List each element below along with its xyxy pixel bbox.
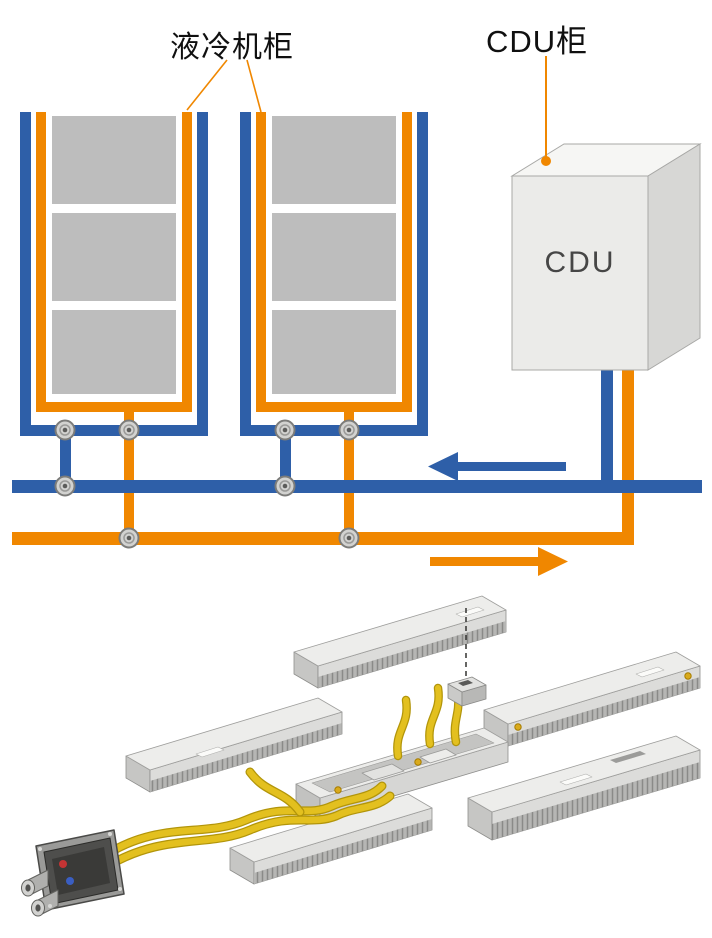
cabinet2-return-drop-pipe	[280, 430, 291, 490]
label-cdu-cabinet: CDU柜	[486, 24, 589, 59]
cabinet1-supply-drop-pipe	[124, 406, 134, 546]
cabinet-callout-lines	[186, 59, 262, 113]
cdu-supply-riser-pipe	[622, 366, 634, 545]
cabinet1-return-drop-pipe	[60, 430, 71, 490]
heatsink-fins	[254, 819, 432, 884]
cdu-box-front-face	[511, 175, 649, 371]
piping-schematic: CDU	[12, 56, 702, 576]
cabinet2-orange-loop-bottom	[256, 402, 412, 412]
cabinet1-blue-loop-right	[197, 112, 208, 436]
tray-component	[419, 748, 457, 764]
cold-port-marker	[66, 877, 74, 885]
cabinet2-blue-loop-bottom	[240, 425, 428, 436]
cdu-box-right-face	[647, 143, 701, 371]
hose-barb-fitting	[21, 869, 49, 897]
cabinet2-orange-loop-left	[256, 112, 266, 412]
return-main-pipe	[12, 480, 702, 493]
cabinet2-supply-drop-pipe	[344, 406, 354, 546]
cdu-box: CDU	[510, 143, 702, 371]
cabinet1-orange-loop-right	[182, 112, 192, 412]
cdu-return-riser-pipe	[601, 366, 613, 486]
cabinet2-blue-loop-right	[417, 112, 428, 436]
connector-slot	[458, 680, 473, 686]
cdu-callout-line	[541, 56, 551, 166]
hose-barb-fitting	[31, 889, 59, 917]
server-blade-right	[467, 735, 701, 841]
server-blade-top-right	[483, 651, 701, 747]
insertion-connector	[447, 676, 487, 707]
hot-port-marker	[59, 860, 67, 868]
cooling-cabinet-2	[240, 112, 428, 546]
flow-arrow-return-left	[428, 452, 566, 481]
coolant-hose-bundle	[99, 767, 395, 872]
heatsink-fins	[508, 677, 700, 746]
cabinet1-blue-loop-bottom	[20, 425, 208, 436]
cooling-cabinet-1	[20, 112, 208, 546]
cabinet1-orange-loop-left	[36, 112, 46, 412]
cdu-box-label: CDU	[545, 246, 616, 279]
label-sticker	[195, 746, 225, 758]
frame-screws	[38, 832, 122, 908]
server-blade-left	[125, 697, 343, 793]
manifold-face	[52, 847, 110, 895]
cabinet1-blue-loop-left	[20, 112, 31, 436]
cabinet2-blue-loop-left	[240, 112, 251, 436]
quick-connect-manifold	[21, 829, 125, 917]
label-sticker	[635, 666, 665, 678]
cabinet1-body	[52, 116, 176, 394]
cdu-callout-dot	[541, 156, 551, 166]
vent-slot	[610, 751, 646, 763]
cabinet2-orange-loop-right	[402, 112, 412, 412]
server-module-illustration	[21, 595, 701, 917]
label-sticker	[559, 773, 593, 786]
label-liquid-cooling-cabinet: 液冷机柜	[170, 31, 294, 64]
tray-component	[361, 763, 405, 781]
label-sticker	[455, 606, 485, 618]
cabinet2-body	[272, 116, 396, 394]
heatsink-fins	[492, 762, 700, 840]
flow-arrow-supply-right	[430, 547, 568, 576]
cabinet1-orange-loop-bottom	[36, 402, 192, 412]
heatsink-fins	[318, 621, 506, 688]
server-blade-top-center	[293, 595, 507, 689]
heatsink-fins	[150, 723, 342, 792]
supply-main-pipe	[12, 532, 634, 545]
server-blade-bottom	[229, 793, 433, 885]
